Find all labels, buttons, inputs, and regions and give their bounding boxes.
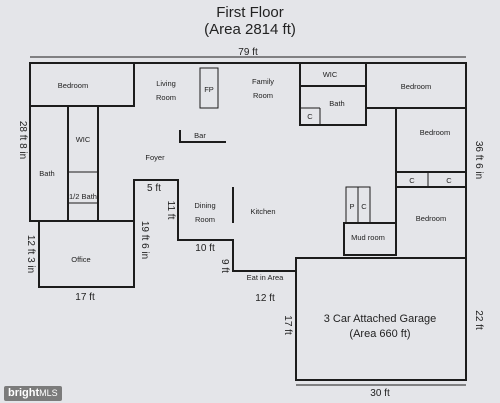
wic-1-label: WIC (323, 70, 338, 79)
office-label: Office (71, 255, 90, 264)
family-room-label: Family (252, 77, 274, 86)
dimension-garage-left: 17 ft (282, 315, 293, 335)
half-bath-label: 1/2 Bath (69, 192, 97, 201)
garage-label: 3 Car Attached Garage (324, 313, 437, 325)
bar-label: Bar (194, 131, 206, 140)
interior-walls (29, 62, 467, 272)
dimension-ticks (30, 56, 466, 386)
living-room-label: Living (156, 79, 176, 88)
fireplace-label: FP (204, 85, 214, 94)
dimension-eat-in-height: 9 ft (219, 259, 230, 273)
closet-2-label: C (409, 176, 415, 185)
closet-1-label: C (307, 112, 313, 121)
dimension-garage-width: 30 ft (370, 388, 390, 399)
family-room-label-2: Room (253, 91, 273, 100)
closet-3-label: C (446, 176, 452, 185)
dimension-top: 79 ft (238, 47, 258, 58)
floor-title: First Floor (216, 4, 284, 21)
dimension-garage-right: 22 ft (473, 310, 484, 330)
dining-room-label: Dining (194, 201, 215, 210)
dimension-dining-height: 11 ft (165, 201, 176, 220)
dimension-office-height: 12 ft 3 in (25, 235, 36, 273)
pantry-label: P (349, 202, 354, 211)
dimension-eat-in-width: 12 ft (255, 293, 275, 304)
mud-room-label: Mud room (351, 233, 385, 242)
dimension-stair-width: 5 ft (147, 183, 161, 194)
dimension-right-side: 36 ft 6 in (473, 141, 484, 179)
dining-room-label-2: Room (195, 215, 215, 224)
dimension-dining-width: 10 ft (195, 243, 215, 254)
exterior-walls (29, 62, 467, 381)
bedroom-4-label: Bedroom (416, 214, 446, 223)
closet-4-label: C (361, 202, 367, 211)
dimension-left-side: 28 ft 8 in (17, 121, 28, 159)
foyer-label: Foyer (145, 153, 165, 162)
kitchen-label: Kitchen (250, 207, 275, 216)
wic-2-label: WIC (76, 135, 91, 144)
bath-2-label: Bath (39, 169, 54, 178)
bath-1-label: Bath (329, 99, 344, 108)
bedroom-2-label: Bedroom (401, 82, 431, 91)
garage-area-label: (Area 660 ft) (349, 328, 410, 340)
eat-in-area-label: Eat in Area (247, 273, 285, 282)
dimension-office-width: 17 ft (75, 292, 95, 303)
bedroom-3-label: Bedroom (420, 128, 450, 137)
brightmls-logo: brightMLS (4, 386, 62, 401)
living-room-label-2: Room (156, 93, 176, 102)
bedroom-1-label: Bedroom (58, 81, 88, 90)
floor-area-subtitle: (Area 2814 ft) (204, 21, 296, 38)
dimension-kitchen-left: 19 ft 6 in (139, 221, 150, 259)
